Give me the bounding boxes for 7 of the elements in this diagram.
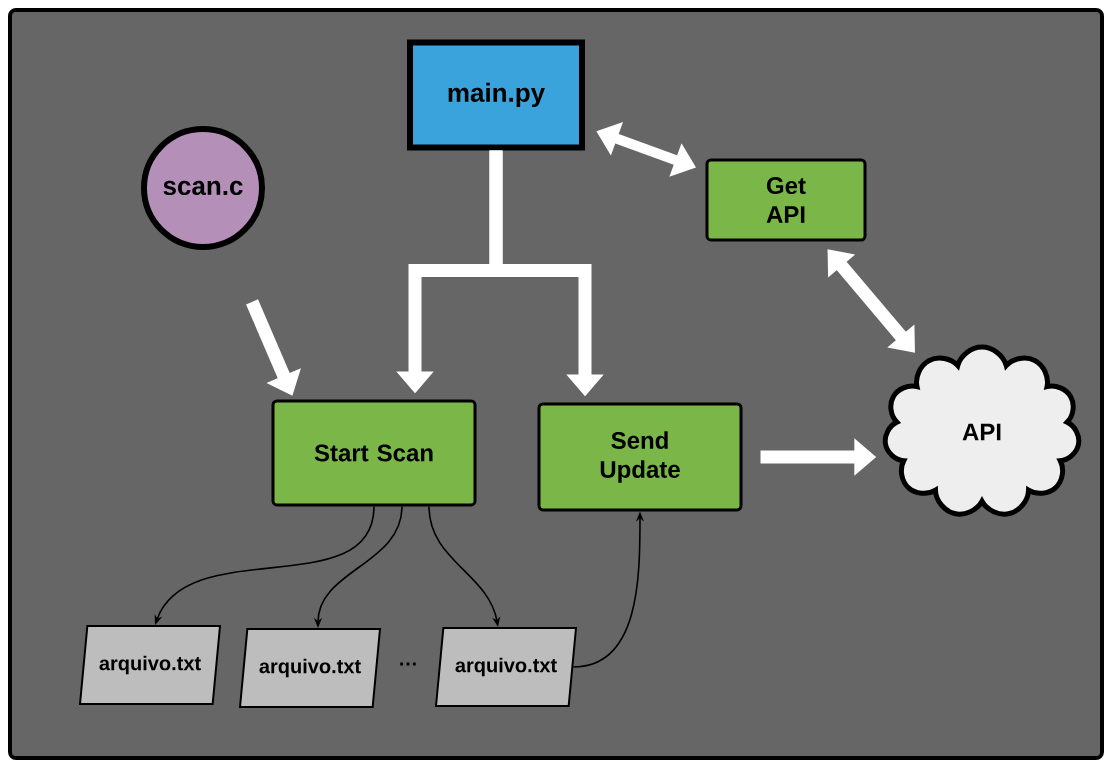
process-box: Send Update — [537, 402, 743, 512]
ellipsis-label: … — [400, 662, 416, 666]
block-arrow — [827, 249, 915, 353]
code-file-box: main.py — [407, 39, 585, 151]
process-box: Start Scan — [271, 399, 477, 507]
api-cloud: API — [882, 344, 1082, 517]
process-box: Get API — [705, 158, 867, 242]
